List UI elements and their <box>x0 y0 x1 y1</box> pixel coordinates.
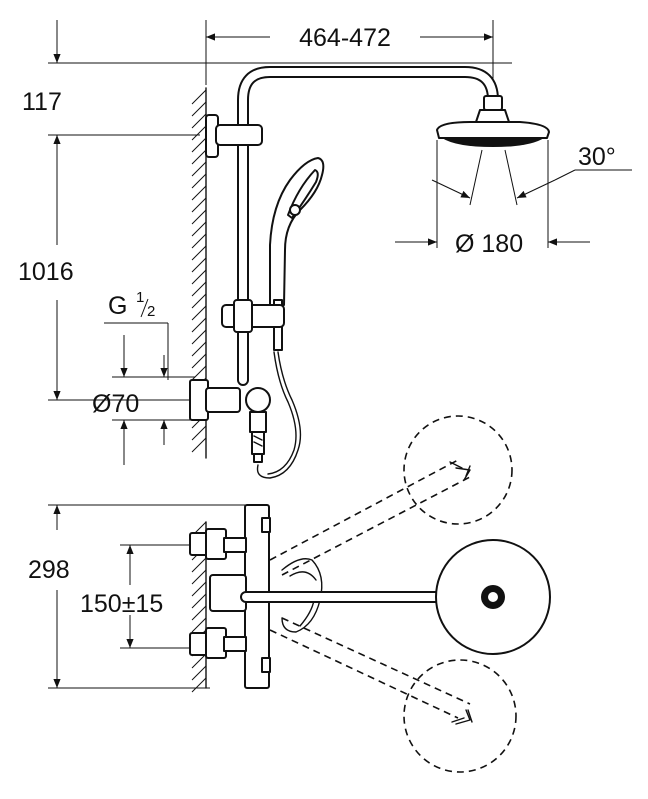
thread-label: G 1 2 <box>104 289 169 380</box>
wall-bracket <box>205 114 263 158</box>
dimension-diameter-70: Ø70 <box>92 335 195 465</box>
hatch-line <box>191 197 207 213</box>
hatch-line <box>191 581 207 597</box>
head-shower <box>436 95 550 147</box>
hatch-line <box>191 605 207 621</box>
hatch-line <box>191 425 207 441</box>
thread-prefix: G <box>108 292 127 320</box>
dimension-arm-length: 464-472 <box>205 20 494 95</box>
thermostat-body <box>189 504 271 689</box>
spacing-label: 150±15 <box>80 590 163 618</box>
hand-shower-slider <box>221 299 285 333</box>
hatch-line <box>191 161 207 177</box>
shower-hose <box>256 351 302 479</box>
hatch-line <box>191 569 207 585</box>
hatch-line <box>191 677 207 693</box>
head-diameter-label: Ø 180 <box>455 230 523 258</box>
hatch-line <box>191 593 207 609</box>
hatch-line <box>191 233 207 249</box>
hatch-line <box>191 113 207 129</box>
hatch-line <box>191 653 207 669</box>
hatch-line <box>191 245 207 261</box>
dimension-height-298: 298 <box>28 504 258 689</box>
swing-range-dashed <box>269 415 517 773</box>
hatch-line <box>191 149 207 165</box>
hatch-line <box>191 617 207 633</box>
height-117-label: 117 <box>22 88 62 116</box>
hatch-line <box>191 437 207 453</box>
hatch-line <box>191 329 207 345</box>
hatch-line <box>191 221 207 237</box>
hatch-line <box>191 125 207 141</box>
hatch-line <box>191 341 207 357</box>
height-1016-label: 1016 <box>18 258 74 286</box>
hatch-line <box>191 101 207 117</box>
dimension-spray-angle: 30° <box>431 140 632 248</box>
hatch-line <box>191 557 207 573</box>
shower-riser-pipe <box>237 66 499 386</box>
hatch-line <box>191 365 207 381</box>
hatch-line <box>191 353 207 369</box>
elevation-view: 464-472 117 1016 G 1 2 <box>18 20 632 479</box>
plan-view: 298 150±15 <box>28 415 551 773</box>
hatch-line <box>191 305 207 321</box>
shower-arm-plan <box>240 539 551 655</box>
height-298-label: 298 <box>28 556 70 584</box>
dimension-head-diameter: Ø 180 <box>395 230 590 258</box>
hatch-line <box>191 665 207 681</box>
diverter-connection <box>189 379 271 463</box>
hatch-line <box>191 257 207 273</box>
hatch-line <box>191 185 207 201</box>
hatch-line <box>191 293 207 309</box>
spray-angle-label: 30° <box>578 143 616 171</box>
thread-numerator: 1 <box>136 289 144 306</box>
hatch-line <box>191 281 207 297</box>
hatch-line <box>191 173 207 189</box>
dimension-heights: 117 1016 <box>18 20 512 401</box>
hatch-line <box>191 317 207 333</box>
hatch-line <box>191 137 207 153</box>
arm-length-label: 464-472 <box>299 24 391 52</box>
hatch-line <box>191 89 207 105</box>
diameter-70-label: Ø70 <box>92 390 139 418</box>
hatch-line <box>191 209 207 225</box>
dimension-spacing: 150±15 <box>80 544 195 649</box>
thread-denominator: 2 <box>147 303 155 320</box>
hatch-line <box>191 269 207 285</box>
